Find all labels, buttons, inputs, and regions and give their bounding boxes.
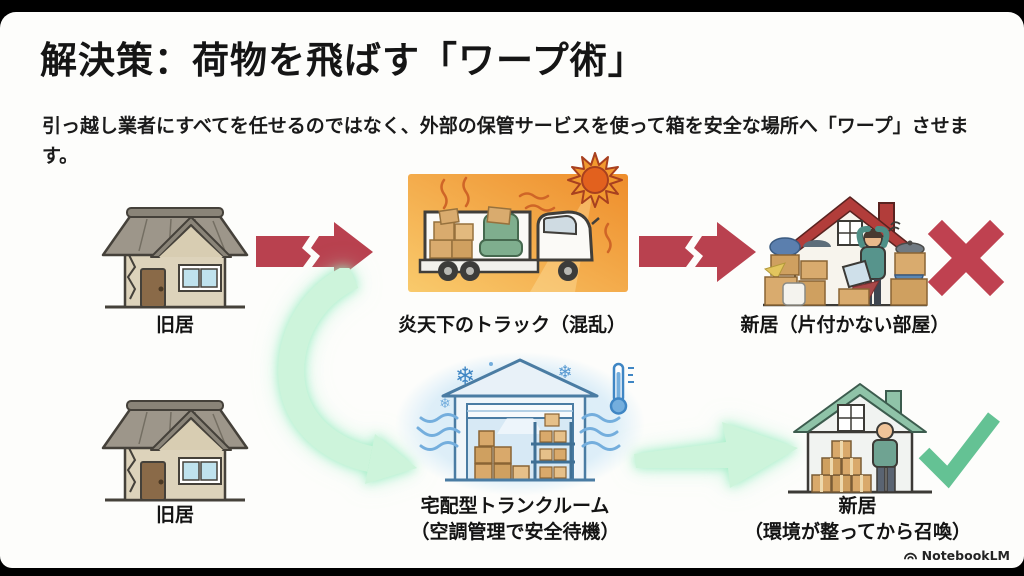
old-house-label-top: 旧居 bbox=[155, 314, 194, 336]
resident-person bbox=[872, 422, 898, 493]
notebooklm-logo-icon bbox=[903, 552, 917, 560]
page-title: 解決策：荷物を飛ばす「ワープ術」 bbox=[40, 39, 646, 82]
notebooklm-brand-text: NotebookLM bbox=[921, 548, 1010, 563]
broken-red-arrow-icon bbox=[256, 222, 373, 282]
broken-red-arrow-icon bbox=[639, 222, 756, 282]
tidy-house-label: 新居 （環境が整ってから召喚） bbox=[743, 495, 972, 543]
page-subtitle: 引っ越し業者にすべてを任せるのではなく、外部の保管サービスを使って箱を安全な場所… bbox=[42, 115, 969, 168]
hot-truck-icon bbox=[408, 152, 628, 292]
slide-canvas: 解決策：荷物を飛ばす「ワープ術」 引っ越し業者にすべてを任せるのではなく、外部の… bbox=[0, 12, 1024, 568]
thermometer-icon bbox=[609, 362, 634, 415]
storage-warehouse-icon: ❄ ❄ ❄ bbox=[395, 352, 645, 496]
old-house-label-bottom: 旧居 bbox=[155, 504, 194, 526]
green-forward-arrow-icon bbox=[634, 422, 798, 488]
old-house-icon bbox=[101, 400, 249, 502]
hot-truck-label: 炎天下のトラック（混乱） bbox=[397, 314, 626, 336]
old-house-icon bbox=[101, 207, 249, 309]
storage-label: 宅配型トランクルーム （空調管理で安全待機） bbox=[410, 495, 620, 543]
tidy-house-icon bbox=[788, 383, 932, 494]
snowflake-icon: ❄ bbox=[455, 362, 475, 390]
red-cross-icon bbox=[927, 219, 1005, 297]
green-warp-arrow-icon bbox=[278, 268, 417, 484]
notebooklm-watermark: NotebookLM bbox=[903, 548, 1010, 563]
snowflake-icon: ❄ bbox=[557, 362, 572, 383]
box-stack bbox=[811, 440, 872, 493]
green-check-icon bbox=[918, 412, 1000, 489]
messy-house-label: 新居（片付かない部屋） bbox=[740, 314, 950, 336]
messy-house-icon bbox=[763, 196, 928, 307]
snowflake-icon: ❄ bbox=[439, 396, 451, 412]
